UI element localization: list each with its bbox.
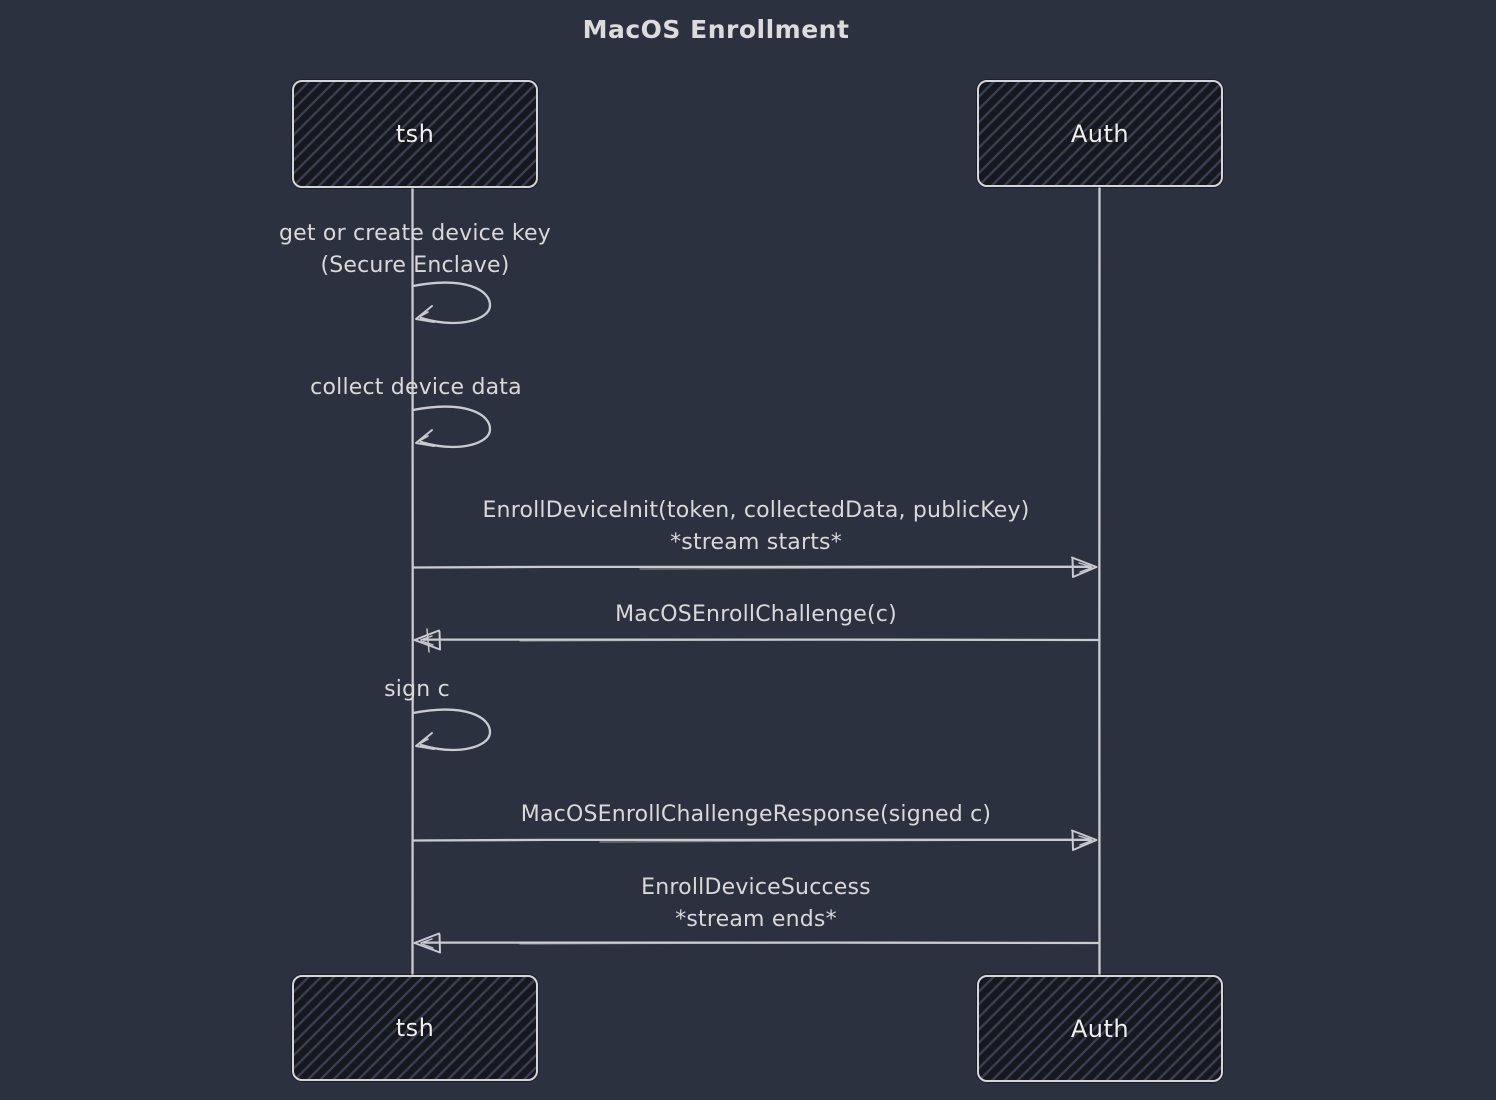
self-loop-device-key (411, 281, 492, 325)
lifeline-auth (1098, 186, 1101, 977)
actor-label-tsh: tsh (395, 120, 435, 148)
message-label-enroll-init-line2: *stream starts* (670, 530, 842, 555)
message-label-device-key-line1: get or create device key (278, 221, 552, 246)
lifeline-tsh (411, 186, 415, 977)
actor-label-tsh: tsh (395, 1014, 435, 1042)
actor-box-tsh-top: tsh (292, 80, 538, 188)
message-arrow-challenge-response (412, 829, 1098, 851)
actor-label-auth: Auth (1070, 119, 1130, 148)
message-label-challenge-response: MacOSEnrollChallengeResponse(signed c) (520, 802, 992, 827)
message-arrow-enroll-challenge (413, 628, 1101, 653)
actor-box-auth-bottom: Auth (977, 975, 1223, 1082)
message-label-enroll-success-line1: EnrollDeviceSuccess (641, 875, 871, 900)
actor-box-auth-top: Auth (977, 80, 1223, 187)
message-label-collect-data: collect device data (310, 375, 522, 400)
self-loop-sign-c (411, 708, 492, 752)
self-loop-collect-data (411, 405, 492, 449)
diagram-title: MacOS Enrollment (582, 15, 850, 44)
message-label-enroll-init-line1: EnrollDeviceInit(token, collectedData, p… (482, 498, 1030, 523)
message-label-device-key-line2: (Secure Enclave) (320, 253, 510, 278)
message-arrow-enroll-device-init (412, 556, 1098, 578)
message-label-enroll-challenge: MacOSEnrollChallenge(c) (615, 602, 897, 627)
message-arrow-enroll-success (413, 932, 1101, 954)
actor-label-auth: Auth (1070, 1014, 1130, 1043)
message-label-enroll-success-line2: *stream ends* (675, 907, 837, 932)
actor-box-tsh-bottom: tsh (292, 975, 538, 1081)
message-label-sign-c: sign c (384, 677, 450, 702)
